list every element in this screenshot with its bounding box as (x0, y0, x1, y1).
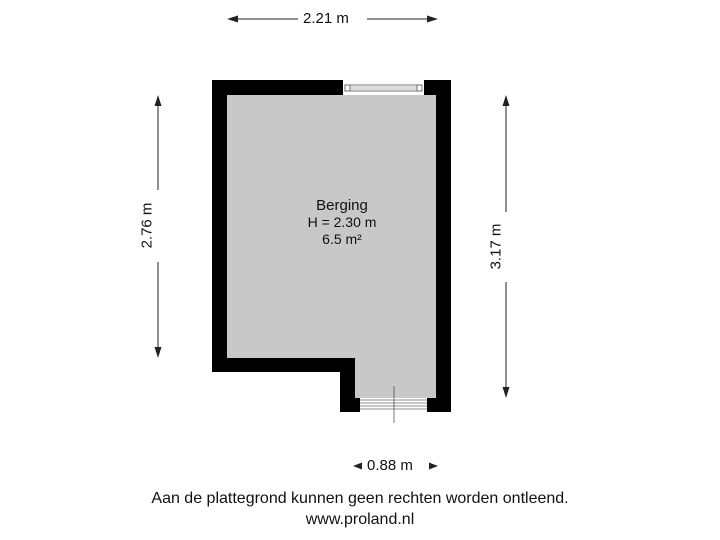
room-name: Berging (316, 197, 368, 214)
room-area: 6.5 m² (322, 231, 362, 247)
room-label-berging: Berging H = 2.30 m 6.5 m² (282, 197, 402, 248)
dimension-right (502, 95, 510, 398)
floor-berging (227, 95, 436, 398)
room-height: H = 2.30 m (307, 214, 377, 230)
dimension-right-label: 3.17 m (487, 223, 505, 270)
dimension-bottom (353, 462, 438, 470)
dimension-bottom-label: 0.88 m (367, 457, 413, 474)
dimension-left (154, 95, 162, 358)
dimension-top-label: 2.21 m (303, 10, 349, 27)
disclaimer: Aan de plattegrond kunnen geen rechten w… (151, 490, 569, 507)
bottom-window (360, 386, 427, 423)
top-window (343, 80, 424, 95)
dimension-top (227, 15, 438, 23)
dimension-left-label: 2.76 m (138, 202, 156, 249)
website: www.proland.nl (305, 511, 415, 528)
